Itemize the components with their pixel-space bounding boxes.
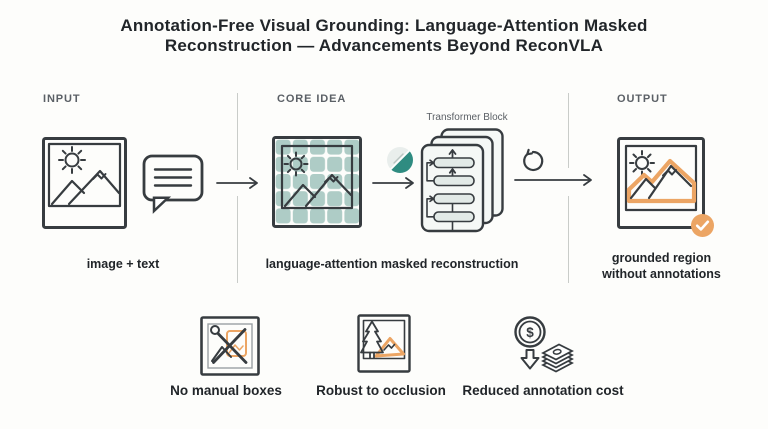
dollar-symbol: $ [526, 325, 534, 340]
page-title: Annotation-Free Visual Grounding: Langua… [0, 16, 768, 56]
check-badge-icon [690, 213, 715, 238]
transformer-stack-icon [420, 128, 506, 235]
speech-bubble-icon [142, 154, 204, 214]
page-title-line2: Reconstruction — Advancements Beyond Rec… [164, 36, 604, 55]
divider-left-top [237, 93, 238, 170]
mask-ratio-pie-icon [386, 146, 414, 174]
section-header-core-idea: CORE IDEA [277, 93, 347, 105]
divider-right-top [568, 93, 569, 168]
flow-arrow-core-to-output [514, 172, 598, 188]
divider-right-bottom [568, 196, 569, 283]
input-image-icon [42, 137, 127, 229]
masked-image-icon [272, 136, 362, 228]
page-title-line1: Annotation-Free Visual Grounding: Langua… [120, 16, 648, 35]
output-image-icon [617, 137, 705, 229]
flow-arrow-input-to-core [216, 176, 262, 190]
output-caption: grounded region without annotations [602, 251, 721, 281]
transformer-block-label: Transformer Block [426, 112, 508, 123]
divider-left-bottom [237, 196, 238, 283]
benefit-label-no-manual-boxes: No manual boxes [170, 383, 282, 398]
core-idea-caption: language-attention masked reconstruction [265, 257, 519, 271]
benefit-label-occlusion: Robust to occlusion [316, 383, 446, 398]
refresh-loop-icon [520, 148, 546, 174]
no-manual-boxes-icon [200, 316, 260, 376]
input-caption: image + text [86, 257, 160, 271]
section-header-output: OUTPUT [617, 93, 668, 105]
occlusion-icon [357, 314, 411, 373]
section-header-input: INPUT [43, 93, 81, 105]
reduced-annotation-cost-icon: $ [506, 313, 574, 377]
benefit-label-reduced-cost: Reduced annotation cost [462, 383, 624, 398]
flow-arrow-core [372, 176, 418, 190]
